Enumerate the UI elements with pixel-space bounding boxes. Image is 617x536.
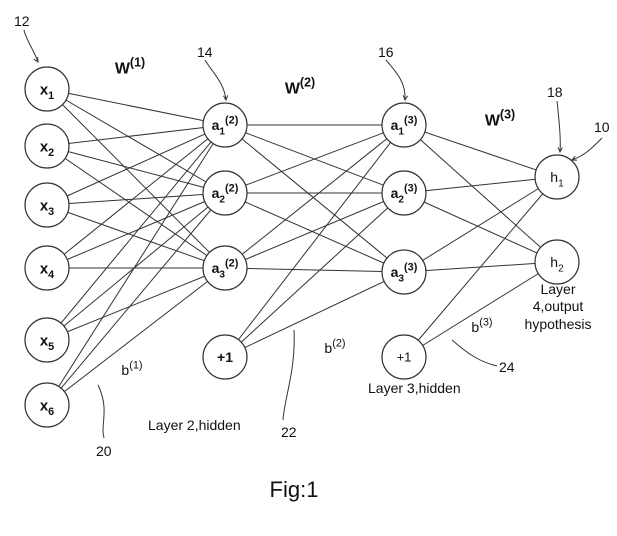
hidden2-node-a3: a3(2)	[203, 246, 247, 290]
input-node-x3: x3	[25, 183, 69, 227]
edge-l2n3-a2-3	[225, 193, 404, 268]
connection-edges	[47, 89, 557, 405]
leader-14	[205, 60, 226, 100]
edge-x5-a3-2	[47, 268, 225, 340]
edge-x3-a1-2	[47, 125, 225, 205]
leader-22	[283, 330, 294, 420]
bias-node-layer2: +1	[203, 335, 247, 379]
edge-l3n3-h1	[404, 177, 557, 272]
layer3-title: Layer 3,hidden	[368, 380, 461, 396]
edge-l3n1-h2	[404, 125, 557, 262]
bias-node-layer3: +1	[382, 335, 426, 379]
reference-leaders	[24, 30, 602, 438]
edge-x4-a2-2	[47, 193, 225, 268]
output-node-h2: h2	[535, 240, 579, 284]
bias-label-b3: b(3)	[471, 317, 492, 335]
leader-18	[557, 101, 560, 152]
edge-x1-a3-2	[47, 89, 225, 268]
weight-label-w1: W(1)	[115, 55, 145, 77]
edge-x2-a2-2	[47, 146, 225, 193]
ref-numeral-20: 20	[96, 443, 112, 459]
hidden3-node-a3: a3(3)	[382, 250, 426, 294]
bias-label-b1: b(1)	[121, 360, 142, 378]
hidden3-node-a1: a1(3)	[382, 103, 426, 147]
edge-l2n4-a3-3	[225, 272, 404, 357]
edge-l2n4-a1-3	[225, 125, 404, 357]
edge-l2n4-a2-3	[225, 193, 404, 357]
edge-x3-a2-2	[47, 193, 225, 205]
edge-x1-a1-2	[47, 89, 225, 125]
input-node-x1: x1	[25, 67, 69, 111]
edge-l2n3-a3-3	[225, 268, 404, 272]
ref-numeral-16: 16	[378, 44, 394, 60]
weight-label-w3: W(3)	[485, 107, 515, 129]
leader-12	[24, 30, 38, 62]
ref-numeral-10: 10	[594, 119, 610, 135]
input-node-x2: x2	[25, 124, 69, 168]
output-node-h1: h1	[535, 155, 579, 199]
hidden2-node-a1: a1(2)	[203, 103, 247, 147]
edge-l3n2-h1	[404, 177, 557, 193]
bias-node-layer3-label: +1	[397, 350, 412, 365]
figure-caption: Fig:1	[270, 477, 319, 502]
ref-numeral-18: 18	[547, 84, 563, 100]
input-node-x4: x4	[25, 246, 69, 290]
layer4-title-line1: Layer	[540, 281, 575, 297]
edge-l2n2-a3-3	[225, 193, 404, 272]
layer4-title-line3: hypothesis	[525, 316, 592, 332]
edge-x6-a2-2	[47, 193, 225, 405]
edge-x5-a2-2	[47, 193, 225, 340]
input-node-x6: x6	[25, 383, 69, 427]
edge-x1-a2-2	[47, 89, 225, 193]
edge-x2-a1-2	[47, 125, 225, 146]
leader-24	[452, 340, 497, 366]
edge-x4-a1-2	[47, 125, 225, 268]
edge-x2-a3-2	[47, 146, 225, 268]
bias-label-b2: b(2)	[324, 338, 345, 356]
leader-20	[98, 385, 104, 438]
layer2-title: Layer 2,hidden	[148, 417, 241, 433]
ref-numeral-14: 14	[197, 44, 213, 60]
bias-node-layer2-label: +1	[217, 349, 233, 365]
leader-10	[572, 138, 602, 160]
edge-x5-a1-2	[47, 125, 225, 340]
layer4-title-line2: 4,output	[533, 298, 584, 314]
edge-x6-a3-2	[47, 268, 225, 405]
ref-numeral-24: 24	[499, 359, 515, 375]
leader-16	[386, 60, 405, 100]
hidden2-node-a2: a2(2)	[203, 171, 247, 215]
ref-numeral-22: 22	[281, 424, 297, 440]
ref-numeral-12: 12	[14, 13, 30, 29]
hidden3-node-a2: a2(3)	[382, 171, 426, 215]
weight-label-w2: W(2)	[285, 75, 315, 97]
input-node-x5: x5	[25, 318, 69, 362]
edge-l3n1-h1	[404, 125, 557, 177]
